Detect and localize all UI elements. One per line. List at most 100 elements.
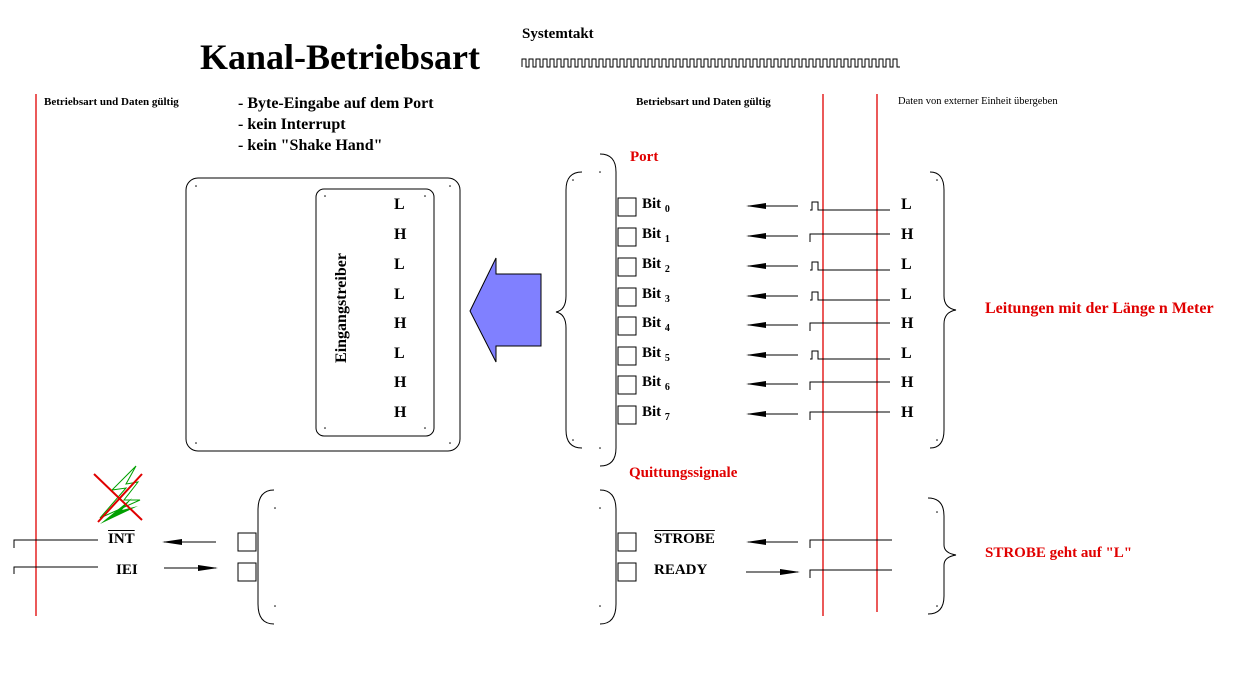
port-brace-right <box>599 153 617 467</box>
driver-level-2: L <box>394 256 405 273</box>
bit-arrowhead-0 <box>746 203 766 209</box>
mid-note: Betriebsart und Daten gültig <box>636 96 771 108</box>
bit-label-0: Bit 0 <box>642 196 670 215</box>
bit-pin-4 <box>617 316 637 336</box>
feature-3: - kein "Shake Hand" <box>238 137 383 154</box>
bit-label-4: Bit 4 <box>642 315 670 334</box>
driver-level-0: L <box>394 196 405 213</box>
bit-arrowhead-3 <box>746 293 766 299</box>
external-level-4: H <box>901 315 914 332</box>
handshake-label: Quittungssignale <box>629 465 738 481</box>
iei-arrowhead <box>198 565 218 571</box>
int-pin <box>237 532 257 552</box>
bit-name: Bit <box>642 196 662 212</box>
bit-label-2: Bit 2 <box>642 256 670 275</box>
bit-pin-3 <box>617 287 637 307</box>
bit-index: 7 <box>664 412 670 423</box>
strobe-note: STROBE geht auf "L" <box>985 545 1133 561</box>
bit-arrowhead-7 <box>746 411 766 417</box>
bit-arrowhead-6 <box>746 381 766 387</box>
external-level-6: H <box>901 374 914 391</box>
bit-arrowhead-5 <box>746 352 766 358</box>
bit-index: 3 <box>664 294 670 305</box>
pio-box <box>185 177 461 452</box>
driver-level-1: H <box>394 226 407 243</box>
clock-signal <box>521 58 900 68</box>
driver-label: Eingangstreiber <box>333 253 350 363</box>
bit-index: 1 <box>664 234 670 245</box>
bit-pin-7 <box>617 405 637 425</box>
left-note: Betriebsart und Daten gültig <box>44 96 179 108</box>
lines-label: Leitungen mit der Länge n Meter <box>985 300 1214 317</box>
feature-2: - kein Interrupt <box>238 116 346 133</box>
bit-signal-0 <box>810 201 890 211</box>
external-level-7: H <box>901 404 914 421</box>
strobe-signal <box>809 539 892 548</box>
external-level-3: L <box>901 286 912 303</box>
driver-level-5: L <box>394 345 405 362</box>
bit-arrowhead-2 <box>746 263 766 269</box>
bit-arrowhead-1 <box>746 233 766 239</box>
bit-signal-6 <box>809 381 890 390</box>
bit-pin-2 <box>617 257 637 277</box>
bit-name: Bit <box>642 315 662 331</box>
interrupt-lightning-icon <box>93 465 143 524</box>
driver-level-4: H <box>394 315 407 332</box>
handshake-brace-right <box>599 489 617 625</box>
systemtakt-label: Systemtakt <box>522 26 594 42</box>
external-level-1: H <box>901 226 914 243</box>
bit-index: 0 <box>664 204 670 215</box>
bit-signal-3 <box>810 291 890 301</box>
int-signal <box>13 539 98 548</box>
bit-index: 6 <box>664 382 670 393</box>
driver-level-3: L <box>394 286 405 303</box>
bit-name: Bit <box>642 404 662 420</box>
lines-brace <box>929 171 957 449</box>
bit-signal-2 <box>810 261 890 271</box>
handshake-brace-left <box>257 489 275 625</box>
ready-signal <box>809 569 892 578</box>
bit-signal-1 <box>809 233 890 242</box>
ready-label: READY <box>654 562 708 578</box>
bit-index: 4 <box>664 323 670 334</box>
feature-1: - Byte-Eingabe auf dem Port <box>238 95 434 112</box>
driver-box <box>315 188 435 437</box>
bit-pin-6 <box>617 375 637 395</box>
bit-signal-5 <box>810 350 890 360</box>
bit-pin-0 <box>617 197 637 217</box>
bit-name: Bit <box>642 226 662 242</box>
bit-index: 2 <box>664 264 670 275</box>
driver-level-6: H <box>394 374 407 391</box>
bit-arrowhead-4 <box>746 322 766 328</box>
bit-pin-1 <box>617 227 637 247</box>
bit-pin-5 <box>617 346 637 366</box>
right-note: Daten von externer Einheit übergeben <box>898 96 1058 107</box>
port-brace-left <box>555 171 583 449</box>
page-title: Kanal-Betriebsart <box>200 37 480 77</box>
bit-signal-4 <box>809 322 890 331</box>
bit-label-3: Bit 3 <box>642 286 670 305</box>
ready-arrowhead <box>780 569 800 575</box>
int-label: INT <box>108 531 135 547</box>
bit-name: Bit <box>642 256 662 272</box>
port-label: Port <box>630 149 659 165</box>
int-arrowhead <box>162 539 182 545</box>
bit-label-6: Bit 6 <box>642 374 670 393</box>
bit-index: 5 <box>664 353 670 364</box>
bit-name: Bit <box>642 286 662 302</box>
external-level-0: L <box>901 196 912 213</box>
strobe-label: STROBE <box>654 531 715 547</box>
iei-pin <box>237 562 257 582</box>
external-level-5: L <box>901 345 912 362</box>
bit-name: Bit <box>642 345 662 361</box>
strobe-arrowhead <box>746 539 766 545</box>
strobe-brace <box>927 497 957 615</box>
driver-level-7: H <box>394 404 407 421</box>
iei-signal <box>13 566 98 574</box>
ready-pin <box>617 562 637 582</box>
strobe-pin <box>617 532 637 552</box>
bit-label-1: Bit 1 <box>642 226 670 245</box>
data-flow-arrow <box>469 257 542 363</box>
external-level-2: L <box>901 256 912 273</box>
